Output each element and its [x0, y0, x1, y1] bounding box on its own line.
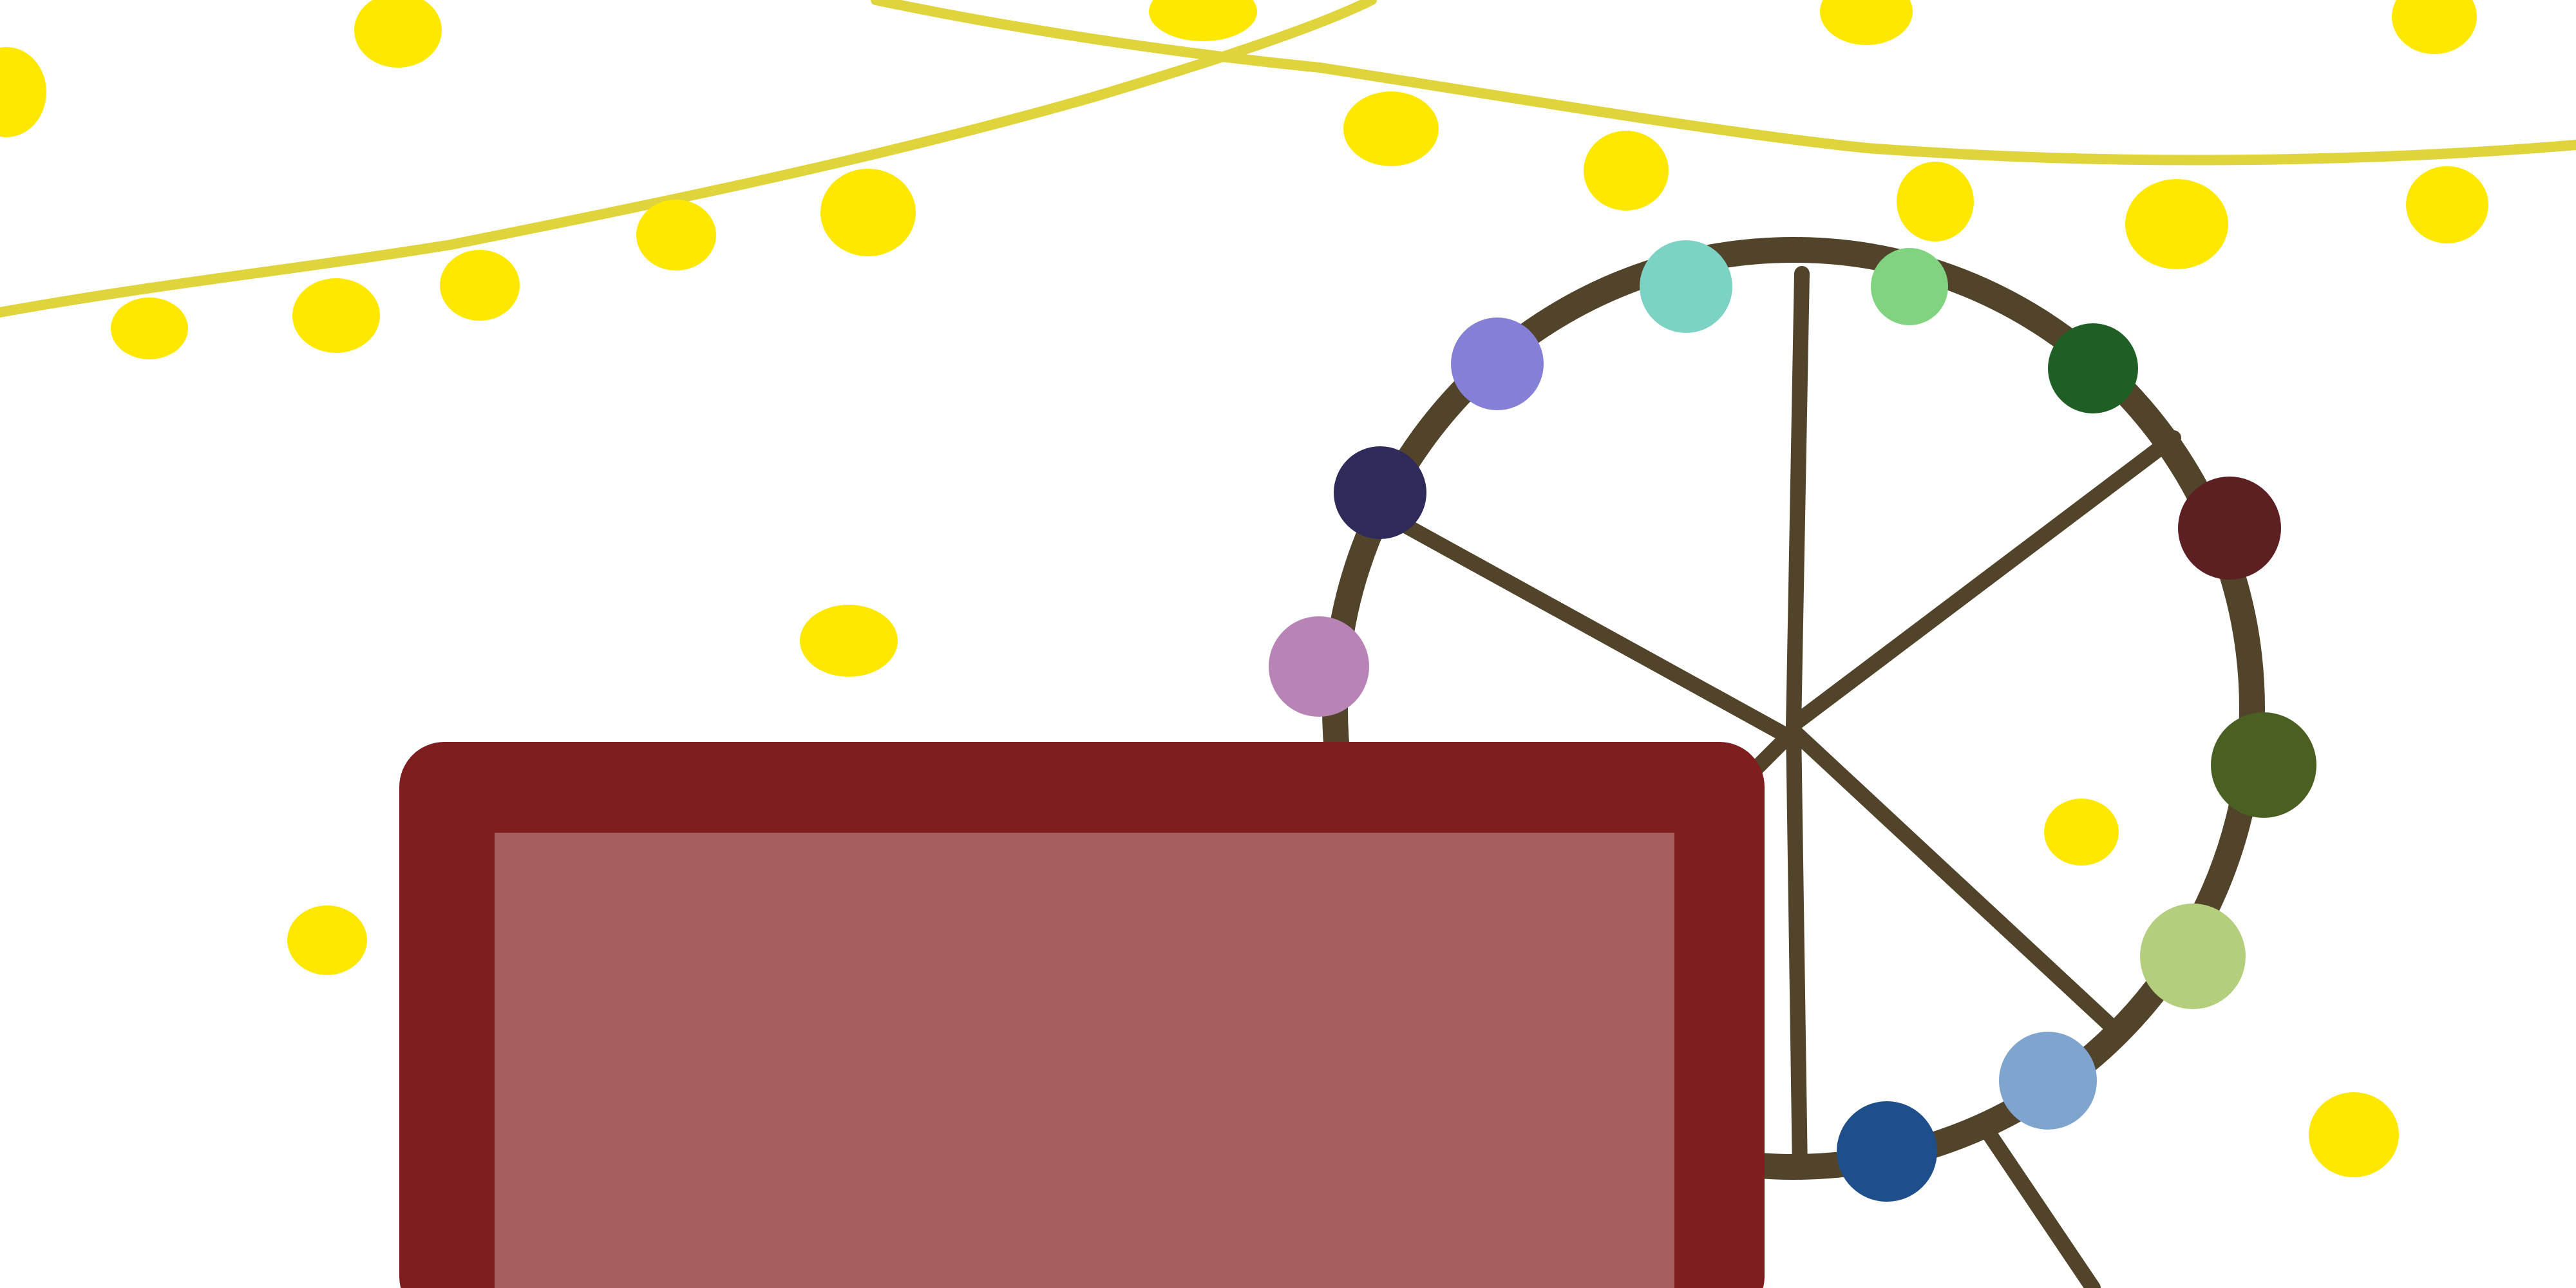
light-bulb [2125, 179, 2228, 269]
gondola [1451, 317, 1544, 410]
gondola [1269, 616, 1369, 717]
light-bulb [111, 298, 188, 359]
light-bulb [440, 250, 520, 321]
ferris-wheel-gondolas [1269, 240, 2316, 1202]
ferris-wheel-spoke [1786, 430, 2181, 732]
ferris-wheel-spoke [1786, 723, 2120, 1035]
light-bulb [287, 905, 367, 975]
string-light-wires [0, 0, 2576, 317]
gondola [1999, 1032, 2097, 1130]
light-bulb [1149, 0, 1257, 41]
light-bulb [0, 47, 46, 137]
gondola [1871, 248, 1948, 325]
gondola [1837, 1101, 1937, 1202]
light-bulb [636, 200, 716, 270]
ferris-wheel-spoke [1786, 720, 1808, 1179]
light-bulb [1820, 0, 1913, 45]
ferris-wheel-spoke [1367, 501, 1792, 742]
ferris-wheel-support-leg [1979, 1122, 2101, 1288]
light-bulb [2044, 799, 2119, 866]
light-bulb [292, 278, 380, 353]
ferris-wheel-spoke [1786, 266, 1810, 735]
carnival-booth [399, 742, 1765, 1288]
light-bulb [2406, 166, 2488, 243]
light-bulb [2309, 1092, 2399, 1177]
light-wire-right [871, 0, 2576, 166]
gondola [2178, 477, 2281, 580]
light-bulb [354, 0, 442, 68]
light-bulb [800, 605, 898, 677]
booth-panel [495, 833, 1674, 1288]
light-bulb [820, 169, 916, 256]
light-bulb [1584, 131, 1669, 211]
light-bulb [1343, 91, 1439, 166]
gondola [2048, 323, 2138, 413]
gondola [1640, 240, 1732, 333]
light-bulbs [0, 0, 2488, 1177]
light-bulb [1897, 162, 1974, 242]
gondola [2140, 904, 2246, 1009]
gondola [2211, 712, 2316, 818]
gondola [1334, 446, 1426, 539]
light-bulb [2392, 0, 2477, 54]
